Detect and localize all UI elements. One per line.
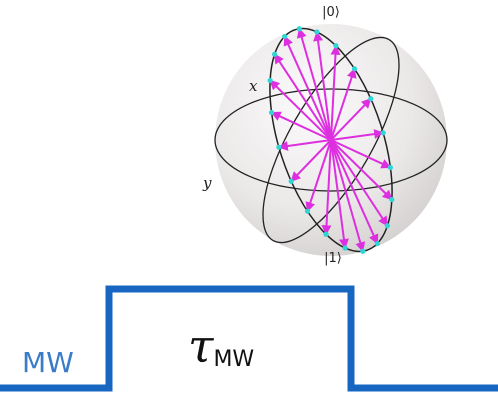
- state-vector-arrow: [283, 35, 332, 141]
- x-axis-label: x: [249, 77, 258, 95]
- state-vector-arrow: [277, 139, 332, 151]
- trajectory-point: [374, 240, 380, 247]
- state-vector-arrow: [273, 53, 332, 141]
- trajectory-point: [387, 164, 394, 171]
- mw-channel-label: MW: [22, 346, 74, 379]
- state-vectors: [269, 27, 393, 253]
- trajectory-point: [276, 144, 282, 150]
- equator-circle: [214, 88, 448, 192]
- svg-text:τMW: τMW: [188, 319, 254, 373]
- pulse-duration-label: τMW: [188, 319, 254, 373]
- trajectory-point: [288, 178, 294, 184]
- state-vector-arrow: [330, 139, 366, 253]
- state-vector-arrow: [330, 98, 372, 141]
- trajectory-circle: [269, 27, 393, 253]
- state-vector-arrow: [290, 139, 332, 182]
- tau-subscript: MW: [213, 347, 254, 372]
- state-vector-arrow: [269, 79, 332, 141]
- trajectory-point: [360, 248, 366, 254]
- pulse-waveform: [0, 285, 498, 392]
- ket-one-label: |1⟩: [324, 251, 342, 266]
- state-vector-arrow: [330, 67, 357, 141]
- ket-zero-label: |0⟩: [322, 5, 340, 20]
- state-vector-arrow: [330, 139, 379, 245]
- vertical-circle: [262, 36, 400, 244]
- trajectory-point: [342, 245, 348, 251]
- trajectory-point: [304, 208, 311, 214]
- state-vector-arrow: [330, 139, 392, 169]
- state-vector-arrow: [330, 139, 393, 201]
- tau-symbol: τ: [188, 319, 215, 373]
- trajectory-point: [282, 33, 288, 40]
- trajectory-point: [323, 231, 329, 237]
- trajectory-point: [267, 77, 273, 84]
- state-vector-arrow: [296, 27, 332, 141]
- trajectory-point: [368, 96, 374, 102]
- mw-pulse: MW τMW: [0, 285, 498, 392]
- trajectory-point: [314, 29, 320, 35]
- state-vector-arrow: [330, 129, 385, 141]
- trajectory-point: [384, 223, 390, 229]
- state-vector-arrow: [305, 139, 332, 213]
- state-vector-arrow: [270, 111, 332, 141]
- trajectory-point: [351, 66, 358, 72]
- state-vector-arrow: [330, 44, 341, 141]
- state-vector-arrow: [330, 139, 349, 250]
- trajectory-points: [267, 26, 395, 254]
- bloch-sphere: |0⟩ |1⟩ x y: [202, 5, 448, 266]
- trajectory-point: [389, 196, 395, 203]
- trajectory-point: [333, 43, 339, 49]
- trajectory-point: [272, 51, 278, 57]
- trajectory-point: [296, 26, 302, 32]
- trajectory-point: [380, 130, 386, 136]
- trajectory-point: [268, 109, 275, 116]
- state-vector-arrow: [313, 30, 332, 141]
- state-vector-arrow: [330, 139, 389, 227]
- state-vector-arrow: [321, 139, 332, 236]
- y-axis-label: y: [202, 174, 212, 192]
